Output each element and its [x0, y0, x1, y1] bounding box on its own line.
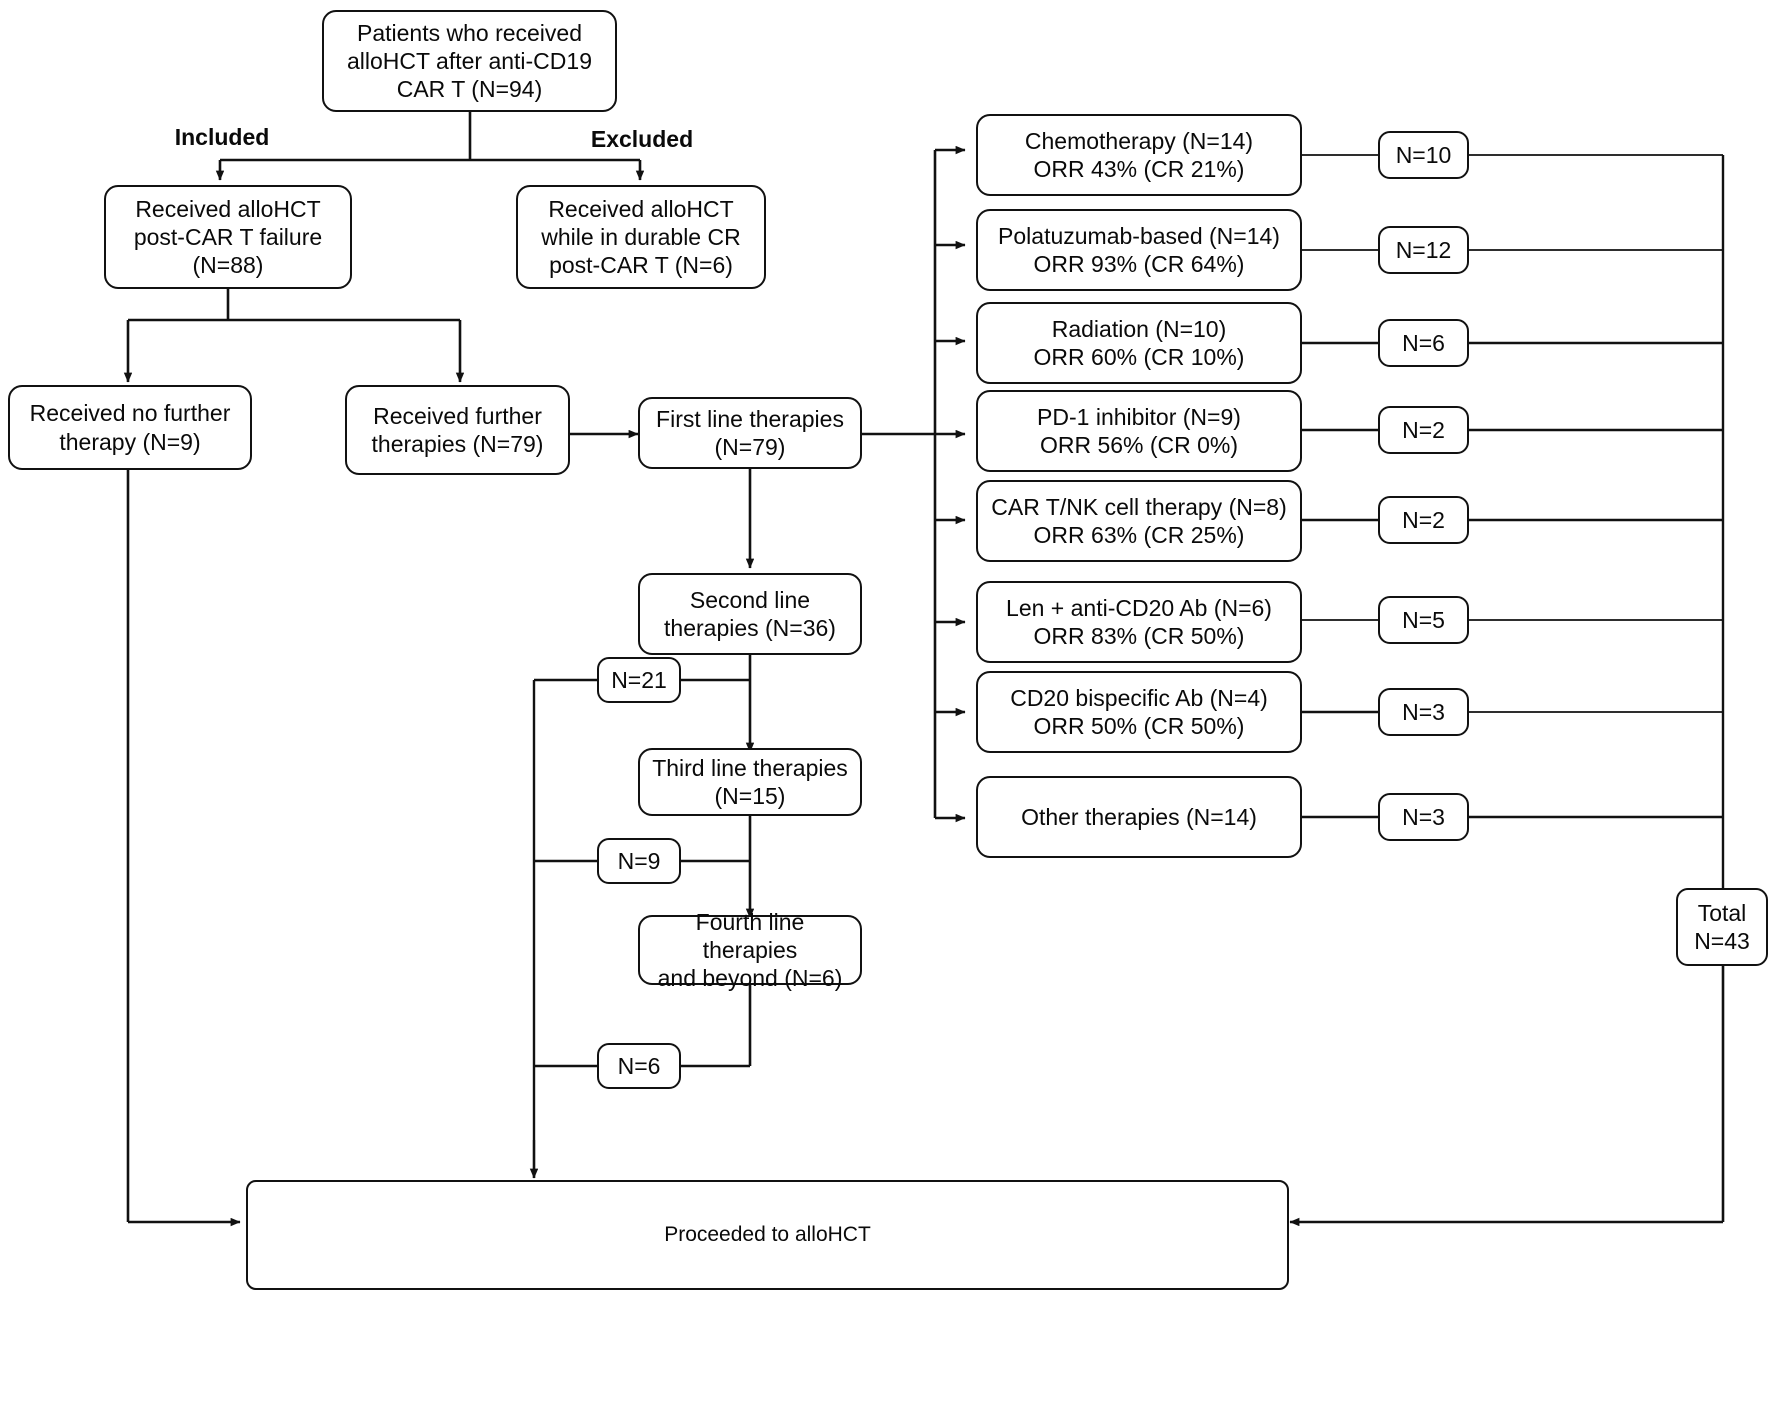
therapy-count-pd1-inhibitor-label: N=2: [1402, 416, 1445, 443]
therapy-count-len-anti-cd20-label: N=5: [1402, 606, 1445, 633]
node-first-line-therapies[interactable]: First line therapies (N=79): [638, 397, 862, 469]
therapy-box-polatuzumab-label: Polatuzumab-based (N=14) ORR 93% (CR 64%…: [998, 222, 1280, 277]
therapy-box-len-anti-cd20-label: Len + anti-CD20 Ab (N=6) ORR 83% (CR 50%…: [1006, 594, 1272, 649]
therapy-count-cd20-bispecific-label: N=3: [1402, 698, 1445, 725]
therapy-box-radiation-label: Radiation (N=10) ORR 60% (CR 10%): [1033, 315, 1245, 370]
therapy-count-len-anti-cd20[interactable]: N=5: [1378, 596, 1469, 644]
therapy-count-polatuzumab-label: N=12: [1395, 236, 1452, 263]
therapy-count-other-therapies[interactable]: N=3: [1378, 793, 1469, 841]
node-further-therapies[interactable]: Received further therapies (N=79): [345, 385, 570, 475]
therapy-count-polatuzumab[interactable]: N=12: [1378, 226, 1469, 274]
node-excluded-label: Received alloHCT while in durable CR pos…: [541, 195, 741, 279]
therapy-count-cd20-bispecific[interactable]: N=3: [1378, 688, 1469, 736]
node-first-line-therapies-label: First line therapies (N=79): [656, 405, 844, 460]
node-second-line-therapies-label: Second line therapies (N=36): [664, 586, 836, 641]
therapy-count-pd1-inhibitor[interactable]: N=2: [1378, 406, 1469, 454]
offshoot-fourth-line-label: N=6: [617, 1052, 661, 1079]
therapy-box-polatuzumab[interactable]: Polatuzumab-based (N=14) ORR 93% (CR 64%…: [976, 209, 1302, 291]
offshoot-third-line-label: N=9: [617, 847, 661, 874]
therapy-box-car-t-nk-label: CAR T/NK cell therapy (N=8) ORR 63% (CR …: [991, 493, 1287, 548]
therapy-box-cd20-bispecific-label: CD20 bispecific Ab (N=4) ORR 50% (CR 50%…: [1010, 684, 1268, 739]
node-included-label: Received alloHCT post-CAR T failure (N=8…: [133, 195, 323, 279]
node-second-line-therapies[interactable]: Second line therapies (N=36): [638, 573, 862, 655]
node-no-further-therapy[interactable]: Received no further therapy (N=9): [8, 385, 252, 470]
edge-label-included: Included: [174, 124, 270, 150]
therapy-box-radiation[interactable]: Radiation (N=10) ORR 60% (CR 10%): [976, 302, 1302, 384]
therapy-box-other-therapies-label: Other therapies (N=14): [1021, 803, 1257, 830]
therapy-box-other-therapies[interactable]: Other therapies (N=14): [976, 776, 1302, 858]
offshoot-fourth-line[interactable]: N=6: [597, 1043, 681, 1089]
node-proceeded-to-allohct[interactable]: Proceeded to alloHCT: [246, 1180, 1289, 1290]
therapy-count-radiation[interactable]: N=6: [1378, 319, 1469, 367]
therapy-count-chemotherapy[interactable]: N=10: [1378, 131, 1469, 179]
edge-label-excluded: Excluded: [590, 126, 694, 152]
therapy-count-car-t-nk[interactable]: N=2: [1378, 496, 1469, 544]
offshoot-second-line[interactable]: N=21: [597, 657, 681, 703]
therapy-box-len-anti-cd20[interactable]: Len + anti-CD20 Ab (N=6) ORR 83% (CR 50%…: [976, 581, 1302, 663]
node-proceeded-to-allohct-label: Proceeded to alloHCT: [664, 1223, 871, 1247]
therapy-box-chemotherapy[interactable]: Chemotherapy (N=14) ORR 43% (CR 21%): [976, 114, 1302, 196]
therapy-box-pd1-inhibitor[interactable]: PD-1 inhibitor (N=9) ORR 56% (CR 0%): [976, 390, 1302, 472]
offshoot-second-line-label: N=21: [611, 666, 667, 693]
therapy-box-cd20-bispecific[interactable]: CD20 bispecific Ab (N=4) ORR 50% (CR 50%…: [976, 671, 1302, 753]
node-root[interactable]: Patients who received alloHCT after anti…: [322, 10, 617, 112]
therapy-count-other-therapies-label: N=3: [1402, 803, 1445, 830]
node-total[interactable]: Total N=43: [1676, 888, 1768, 966]
node-excluded[interactable]: Received alloHCT while in durable CR pos…: [516, 185, 766, 289]
node-fourth-line-therapies-label: Fourth line therapies and beyond (N=6): [657, 908, 843, 992]
node-fourth-line-therapies[interactable]: Fourth line therapies and beyond (N=6): [638, 909, 862, 991]
node-included[interactable]: Received alloHCT post-CAR T failure (N=8…: [104, 185, 352, 289]
offshoot-third-line[interactable]: N=9: [597, 838, 681, 884]
therapy-box-chemotherapy-label: Chemotherapy (N=14) ORR 43% (CR 21%): [1024, 127, 1254, 182]
node-third-line-therapies[interactable]: Third line therapies (N=15): [638, 748, 862, 816]
node-third-line-therapies-label: Third line therapies (N=15): [652, 754, 848, 809]
node-total-label: Total N=43: [1694, 899, 1750, 954]
therapy-count-car-t-nk-label: N=2: [1402, 506, 1445, 533]
therapy-count-radiation-label: N=6: [1402, 329, 1445, 356]
therapy-count-chemotherapy-label: N=10: [1395, 141, 1452, 168]
node-further-therapies-label: Received further therapies (N=79): [371, 402, 544, 457]
node-root-label: Patients who received alloHCT after anti…: [346, 19, 592, 103]
therapy-box-car-t-nk[interactable]: CAR T/NK cell therapy (N=8) ORR 63% (CR …: [976, 480, 1302, 562]
node-no-further-therapy-label: Received no further therapy (N=9): [29, 400, 231, 455]
therapy-box-pd1-inhibitor-label: PD-1 inhibitor (N=9) ORR 56% (CR 0%): [1037, 403, 1241, 458]
